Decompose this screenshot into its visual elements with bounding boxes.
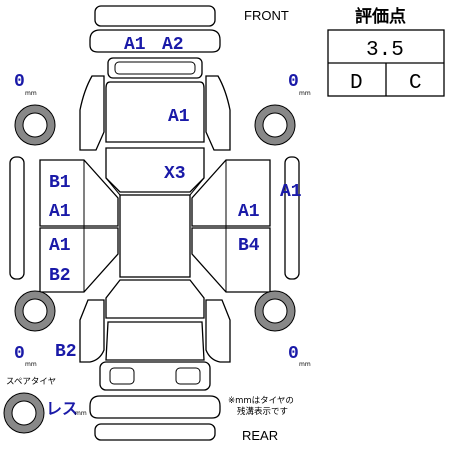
tread-spare-unit: mm [75, 410, 87, 417]
tread-spare: レス [46, 399, 78, 418]
grade-left-rear-quarter: B2 [55, 342, 77, 362]
right-rear-quarter [205, 299, 231, 363]
front-bumper [89, 29, 221, 53]
front-label: FRONT [244, 8, 289, 23]
right-front-door [191, 159, 271, 227]
grade-right-front-door: A1 [238, 202, 260, 222]
left-front-body-strip [9, 156, 25, 280]
grade-windshield: X3 [164, 164, 186, 184]
left-front-door [39, 159, 119, 227]
front-bumper-top-bar [94, 5, 216, 27]
rear-plate-left [109, 367, 135, 385]
tread-front-left: 0 [14, 72, 25, 92]
exterior-score: C [409, 72, 422, 95]
rear-plate-right [175, 367, 201, 385]
tire-front-right-icon [254, 104, 296, 146]
grade-left-rear-door-lower: B2 [49, 266, 71, 286]
tread-rear-left-unit: mm [25, 361, 37, 368]
grade-front-bumper-right: A2 [162, 35, 184, 55]
trunk [105, 321, 205, 361]
tread-rear-right: 0 [288, 344, 299, 364]
rear-label: REAR [242, 428, 278, 443]
windshield [105, 147, 205, 193]
left-rear-door [39, 227, 119, 293]
a-pillar-right [189, 177, 205, 196]
tire-rear-right-icon [254, 290, 296, 332]
a-pillar-left [105, 177, 121, 196]
spare-tire-label: スペアタイヤ [6, 377, 56, 387]
spare-tire-icon [3, 392, 45, 434]
hood [105, 81, 205, 143]
rear-bumper [89, 395, 221, 419]
grade-right-fender: A1 [280, 182, 302, 202]
grade-left-front-door-lower: A1 [49, 202, 71, 222]
right-front-fender [205, 75, 231, 151]
right-body-strip [284, 156, 300, 280]
rear-light-panel [99, 361, 211, 391]
grade-left-front-door-upper: B1 [49, 173, 71, 193]
tread-rear-right-unit: mm [299, 361, 311, 368]
tread-rear-left: 0 [14, 344, 25, 364]
grade-left-rear-door-upper: A1 [49, 236, 71, 256]
grade-hood: A1 [168, 107, 190, 127]
tread-note-line2: 残溝表示です [237, 406, 288, 417]
tread-front-left-unit: mm [25, 90, 37, 97]
front-grille-inner [114, 61, 196, 75]
rear-window [105, 279, 205, 319]
left-front-fender [79, 75, 105, 151]
right-rear-door [191, 227, 271, 293]
front-grille [107, 57, 203, 79]
tread-front-right-unit: mm [299, 90, 311, 97]
tire-rear-left-icon [14, 290, 56, 332]
tire-front-left-icon [14, 104, 56, 146]
tread-front-right: 0 [288, 72, 299, 92]
tread-note-line1: ※mmはタイヤの [228, 396, 294, 406]
rear-bumper-bottom-bar [94, 423, 216, 441]
roof [119, 194, 191, 278]
overall-score: 3.5 [366, 39, 404, 62]
left-rear-quarter [79, 299, 105, 363]
grade-front-bumper-left: A1 [124, 35, 146, 55]
grade-right-rear-door: B4 [238, 236, 260, 256]
score-title: 評価点 [355, 6, 406, 27]
interior-score: D [350, 72, 363, 95]
